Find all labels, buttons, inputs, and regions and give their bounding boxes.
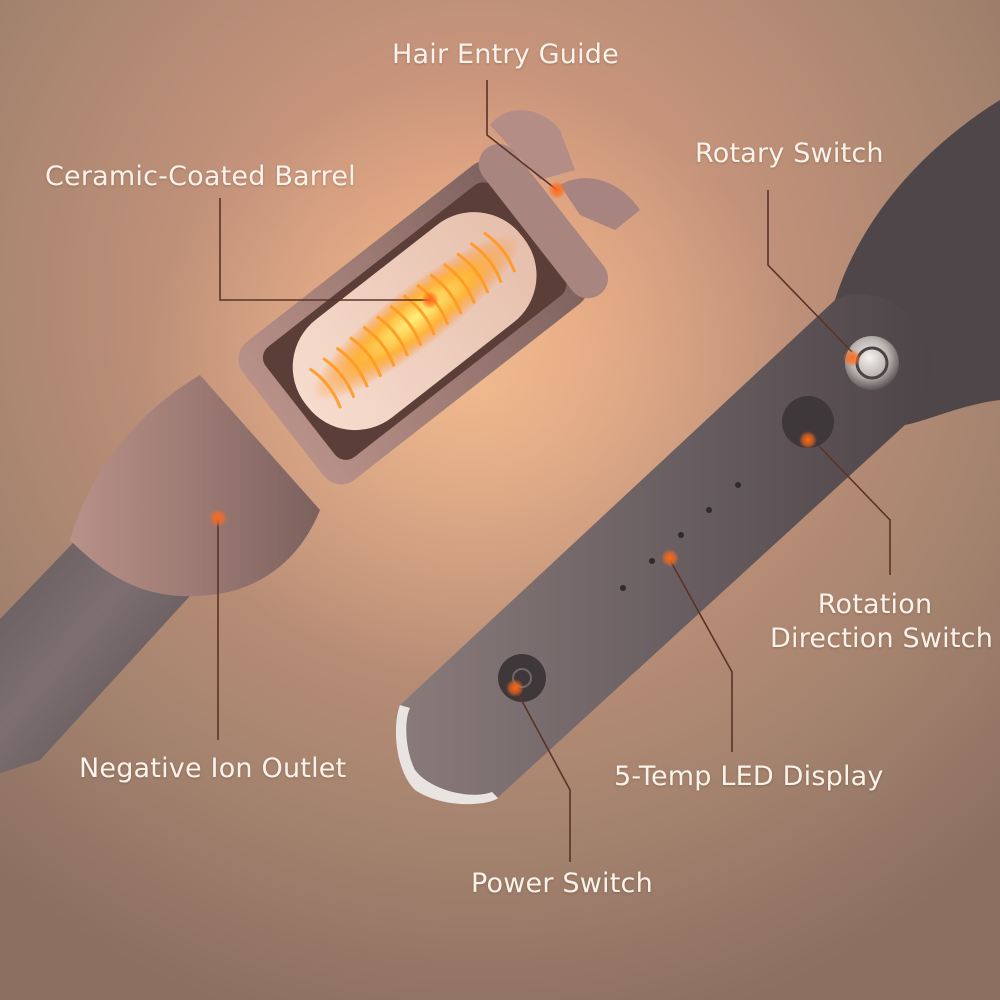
heating-coil-rings xyxy=(308,231,517,409)
label-ceramic-coated-barrel: Ceramic-Coated Barrel xyxy=(45,161,356,192)
label-negative-ion-outlet: Negative Ion Outlet xyxy=(79,753,347,784)
leader-lines xyxy=(217,80,891,862)
leader-line-ceramic xyxy=(219,198,430,301)
marker-dot-hair-entry xyxy=(548,181,566,199)
label-five-temp-led-display: 5-Temp LED Display xyxy=(614,761,884,792)
curler-handle xyxy=(395,100,1000,805)
marker-dots xyxy=(209,181,861,697)
led-display-dots xyxy=(620,482,741,591)
marker-dot-led xyxy=(661,549,679,567)
hair-entry-guide-clip-2 xyxy=(560,178,640,230)
curler-head xyxy=(0,110,640,774)
label-rotation-line1: Rotation xyxy=(817,589,933,620)
marker-dot-negative-ion xyxy=(209,509,227,527)
leader-line-led xyxy=(669,559,733,752)
curler-neck xyxy=(70,375,320,597)
marker-dot-ceramic xyxy=(421,291,439,309)
label-rotation-direction-switch: Rotation Direction Switch xyxy=(770,588,994,656)
handle-head xyxy=(835,100,1000,425)
barrel-end-cap xyxy=(478,144,609,299)
rotation-direction-switch[interactable] xyxy=(782,396,834,448)
marker-dot-rotation xyxy=(799,431,817,449)
leader-line-rotation xyxy=(817,444,891,575)
label-rotary-switch: Rotary Switch xyxy=(695,138,884,169)
marker-dot-power xyxy=(506,679,524,697)
handle-end-cap xyxy=(395,705,498,805)
leader-line-rotary xyxy=(767,190,853,353)
marker-dot-rotary xyxy=(843,349,861,367)
leader-line-power xyxy=(514,687,571,862)
label-power-switch: Power Switch xyxy=(471,868,653,899)
label-hair-entry-guide: Hair Entry Guide xyxy=(392,39,619,70)
leader-line-hair-entry xyxy=(486,80,558,191)
rotary-switch-knob[interactable] xyxy=(845,336,899,390)
power-switch-button[interactable] xyxy=(498,654,546,702)
heating-coil-glow xyxy=(306,226,525,410)
label-rotation-line2: Direction Switch xyxy=(770,623,994,654)
hair-entry-guide-clip xyxy=(490,110,575,180)
